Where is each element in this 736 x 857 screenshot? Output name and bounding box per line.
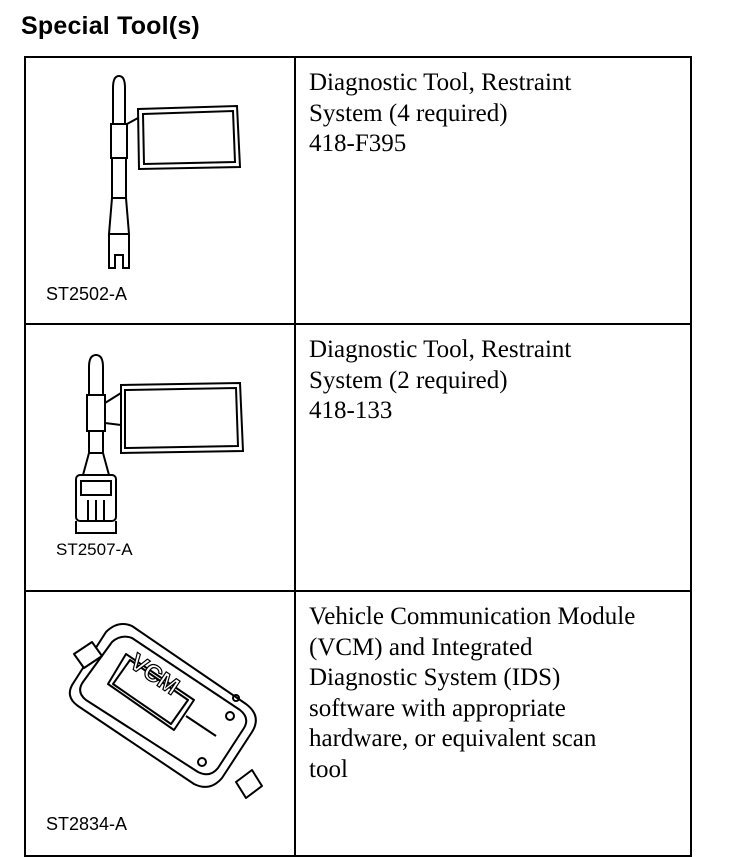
table-row: ST2507-A Diagnostic Tool, Restraint Syst… (24, 323, 692, 592)
tool-description: Vehicle Communication Module (VCM) and I… (294, 590, 692, 857)
description-line: 418-133 (309, 397, 393, 424)
tool-code: ST2502-A (46, 284, 128, 304)
page-title: Special Tool(s) (21, 12, 200, 40)
description-line: System (4 required) (309, 99, 508, 127)
tool-description: Diagnostic Tool, Restraint System (2 req… (294, 323, 692, 592)
description-line: Diagnostic Tool, Restraint (309, 69, 572, 96)
tool-description: Diagnostic Tool, Restraint System (4 req… (294, 56, 692, 325)
description-line: (VCM) and Integrated (309, 633, 533, 661)
description-line: 418-F395 (309, 130, 407, 157)
tool-code: ST2834-A (46, 814, 128, 834)
description-line: Vehicle Communication Module (309, 603, 636, 630)
special-tools-table: ST2502-A Diagnostic Tool, Restraint Syst… (24, 56, 692, 857)
description-line: tool (309, 755, 348, 783)
tool-illustration-cell: ST2507-A (24, 323, 296, 592)
description-line: Diagnostic System (IDS) (309, 664, 561, 691)
restraint-diagnostic-tool-connector-icon (75, 353, 245, 534)
description-line: software with appropriate (309, 694, 566, 722)
table-row: ST2502-A Diagnostic Tool, Restraint Syst… (24, 56, 692, 325)
tool-illustration-cell: ST2502-A (24, 56, 296, 325)
description-line: hardware, or equivalent scan (309, 725, 597, 752)
restraint-diagnostic-tool-icon (107, 74, 242, 269)
table-row: VCM ST2834-A Vehicle Communication Modul… (24, 590, 692, 857)
vcm-module-icon: VCM (68, 623, 263, 799)
description-line: Diagnostic Tool, Restraint (309, 336, 572, 363)
description-line: System (2 required) (309, 366, 508, 394)
tool-illustration-cell: VCM ST2834-A (24, 590, 296, 857)
tool-code: ST2507-A (56, 540, 133, 559)
